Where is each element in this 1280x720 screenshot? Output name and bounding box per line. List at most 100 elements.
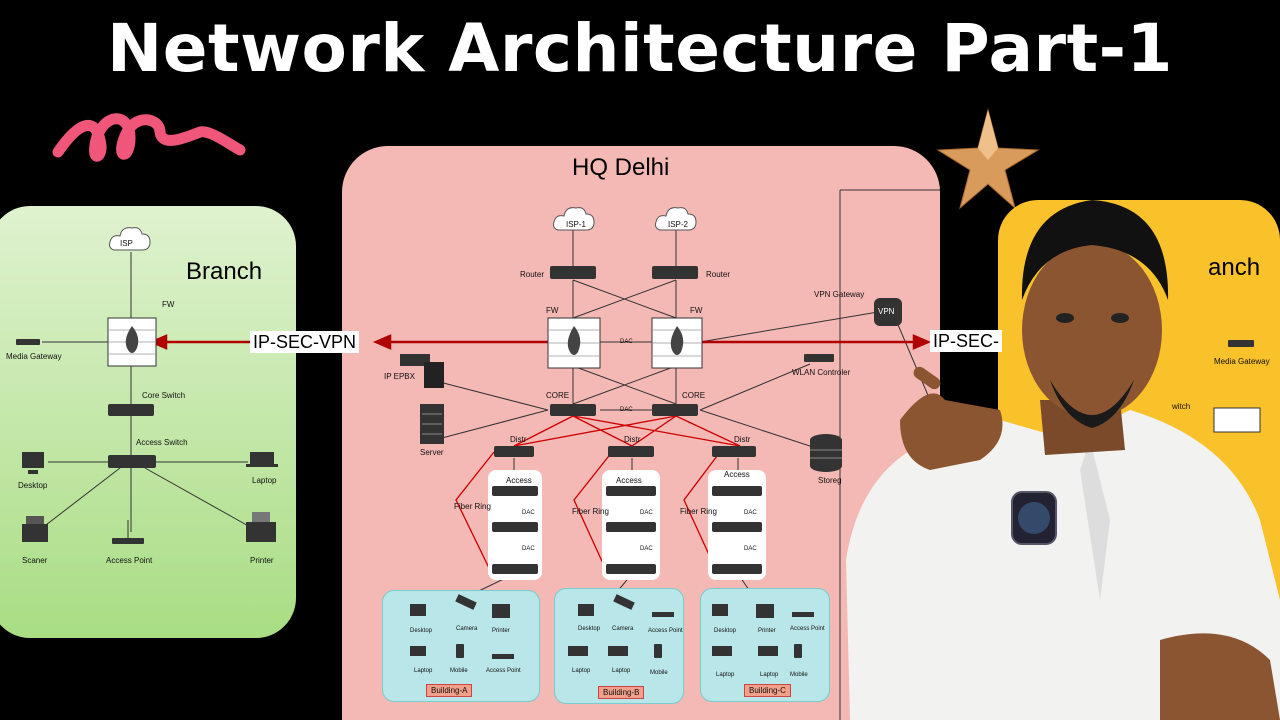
isp-label: ISP [120, 239, 133, 248]
laptop-icon [246, 452, 278, 467]
core-right-icon [652, 404, 698, 416]
dac-a1-label: DAC [522, 510, 535, 516]
wlan-label: WLAN Controler [792, 368, 851, 377]
right-media-gateway-label: Media Gateway [1214, 357, 1270, 366]
bldg-a-item-6: Access Point [486, 668, 521, 674]
distr-a-icon [494, 446, 534, 457]
branch-left-label: Branch [186, 258, 263, 285]
scanner-icon [22, 516, 48, 542]
branch-fw-label: FW [162, 300, 175, 309]
bldg-c-item-2: Printer [758, 628, 776, 634]
access-point-icon [112, 520, 144, 544]
storage-icon [810, 434, 842, 472]
vpn-gateway-label: VPN Gateway [814, 290, 865, 299]
right-media-gateway-icon [1228, 340, 1254, 347]
bldg-c-item-1: Desktop [714, 628, 737, 634]
dac-core-label: DAC [620, 407, 633, 413]
isp2-cloud-icon [655, 207, 697, 231]
access-switch-label: Access Switch [136, 438, 188, 447]
branch-left-region [0, 206, 296, 638]
bldg-a-item-5: Mobile [450, 668, 468, 674]
distr-b-icon [608, 446, 654, 457]
page-title: Network Architecture Part-1 [107, 10, 1173, 87]
core-left-icon [550, 404, 596, 416]
core-right-label: CORE [682, 391, 706, 400]
isp1-label: ISP-1 [566, 220, 587, 229]
distr-c-icon [712, 446, 756, 457]
router-left-label: Router [520, 270, 545, 279]
laptop-label: Laptop [252, 476, 277, 485]
router-left-icon [550, 266, 596, 279]
bldg-a-item-1: Desktop [410, 628, 433, 634]
server-icon [420, 404, 444, 444]
dac-b2-label: DAC [640, 546, 653, 552]
right-switch-label: witch [1172, 402, 1191, 411]
bldg-a-item-3: Printer [492, 628, 510, 634]
vpn-gateway-icon [874, 298, 902, 326]
wlan-controller-icon [804, 354, 834, 362]
fiber-ring-c-label: Fiber Ring [680, 507, 717, 516]
scanner-label: Scaner [22, 556, 48, 565]
dac-a2-label: DAC [522, 546, 535, 552]
storage-label: Storeg [818, 476, 842, 485]
fiber-ring-b-label: Fiber Ring [572, 507, 609, 516]
bldg-b-item-6: Mobile [650, 670, 668, 676]
printer-label: Printer [250, 556, 274, 565]
bldg-a-item-4: Laptop [414, 668, 433, 674]
hq-label: HQ Delhi [572, 154, 670, 181]
building-a [382, 590, 540, 702]
bldg-c-item-4: Laptop [716, 672, 735, 678]
access-c-label: Access [724, 470, 750, 479]
fw-right-label: FW [690, 306, 703, 315]
isp2-label: ISP-2 [668, 220, 689, 229]
distr-a-label: Distr [510, 435, 527, 444]
router-right-icon [652, 266, 698, 279]
distr-b-label: Distr [624, 435, 641, 444]
core-left-label: CORE [546, 391, 570, 400]
bldg-a-item-2: Camera [456, 626, 478, 632]
fw-left-label: FW [546, 306, 559, 315]
bldg-b-item-2: Camera [612, 626, 634, 632]
isp-cloud-icon [109, 227, 151, 251]
isp1-cloud-icon [553, 207, 595, 231]
bldg-c-item-6: Mobile [790, 672, 808, 678]
desktop-icon [22, 452, 44, 474]
dac-c1-label: DAC [744, 510, 757, 516]
bldg-b-item-5: Laptop [612, 668, 631, 674]
right-switch-icon [1213, 407, 1261, 433]
vpn-label-left: IP-SEC-VPN [250, 331, 360, 353]
bldg-b-item-3: Access Point [648, 628, 683, 634]
ip-epbx-icon [400, 354, 444, 388]
vpn-label-right: IP-SEC- [930, 330, 1003, 352]
access-a-label: Access [506, 476, 532, 485]
bldg-c-item-3: Access Point [790, 626, 825, 632]
access-point-label: Access Point [106, 556, 153, 565]
building-c-tag: Building-C [744, 684, 791, 697]
vpn-label: VPN [878, 307, 895, 316]
firewall-right-icon [651, 317, 703, 369]
fiber-ring-a-label: Fiber Ring [454, 502, 491, 511]
core-switch-icon [108, 404, 154, 416]
server-label: Server [420, 448, 444, 457]
bldg-b-item-1: Desktop [578, 626, 601, 632]
media-gateway-label: Media Gateway [6, 352, 62, 361]
media-gateway-icon [16, 339, 40, 345]
dac-b1-label: DAC [640, 510, 653, 516]
firewall-left-icon [547, 317, 601, 369]
building-a-tag: Building-A [426, 684, 473, 697]
access-switch-icon [108, 455, 156, 468]
dac-fw-label: DAC [620, 339, 633, 345]
ip-epbx-label: IP EPBX [384, 372, 415, 381]
dac-c2-label: DAC [744, 546, 757, 552]
router-right-label: Router [706, 270, 731, 279]
firewall-icon [107, 317, 157, 367]
